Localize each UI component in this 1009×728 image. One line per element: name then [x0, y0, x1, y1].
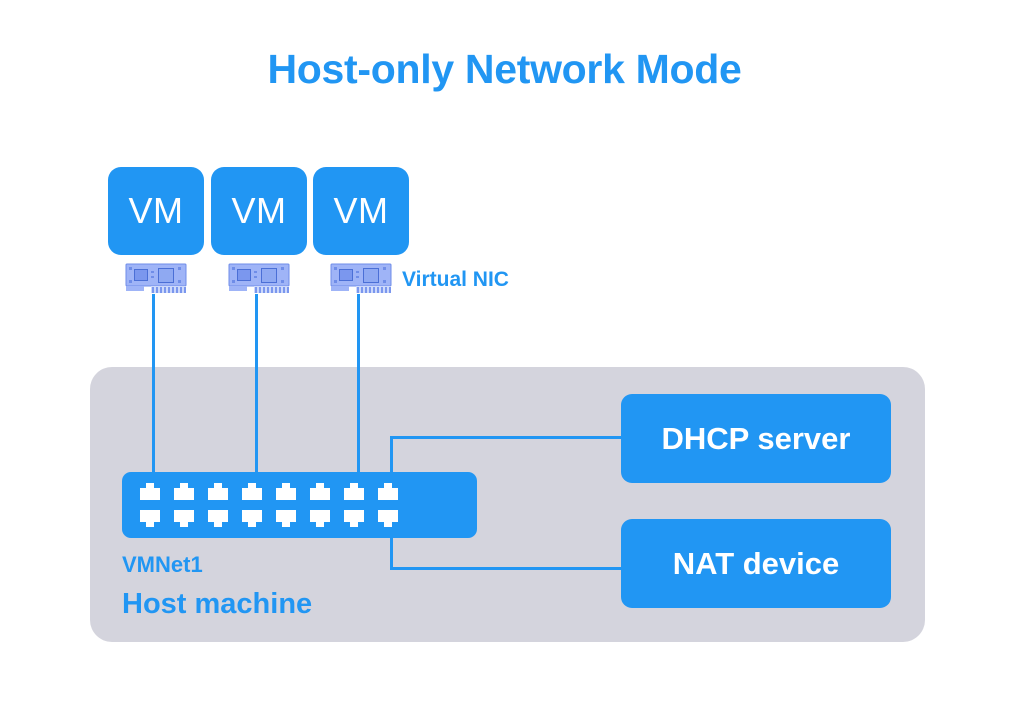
vmnet1-label: VMNet1 [122, 552, 203, 577]
connector-switch-to-nat-vertical [390, 537, 393, 570]
network-interface-card-icon [125, 263, 187, 295]
rj45-port-icon [344, 483, 364, 500]
rj45-port-icon [310, 510, 330, 527]
vm-node-2[interactable]: VM [211, 167, 307, 255]
vm-label: VM [333, 190, 389, 231]
rj45-port-icon [276, 510, 296, 527]
dhcp-server-node[interactable]: DHCP server [621, 394, 891, 483]
rj45-port-icon [208, 483, 228, 500]
vm-label: VM [231, 190, 287, 231]
vm-label: VM [128, 190, 184, 231]
rj45-port-icon [310, 483, 330, 500]
nat-device-node[interactable]: NAT device [621, 519, 891, 608]
connector-vm2-to-switch [255, 294, 258, 472]
vmnet1-switch[interactable] [122, 472, 477, 538]
rj45-port-icon [174, 510, 194, 527]
switch-port-row-top [140, 483, 398, 500]
rj45-port-icon [140, 510, 160, 527]
connector-switch-to-dhcp-horizontal [390, 436, 622, 439]
rj45-port-icon [344, 510, 364, 527]
rj45-port-icon [174, 483, 194, 500]
connector-switch-to-dhcp-vertical [390, 436, 393, 473]
vm-node-3[interactable]: VM [313, 167, 409, 255]
rj45-port-icon [140, 483, 160, 500]
rj45-port-icon [378, 483, 398, 500]
rj45-port-icon [276, 483, 296, 500]
vm-node-1[interactable]: VM [108, 167, 204, 255]
rj45-port-icon [378, 510, 398, 527]
host-machine-label: Host machine [122, 588, 313, 620]
switch-port-row-bottom [140, 510, 398, 527]
network-interface-card-icon [228, 263, 290, 295]
connector-vm1-to-switch [152, 294, 155, 472]
dhcp-server-label: DHCP server [661, 421, 851, 456]
connector-switch-to-nat-horizontal [390, 567, 622, 570]
nat-device-label: NAT device [672, 546, 840, 581]
page-title: Host-only Network Mode [267, 46, 742, 92]
rj45-port-icon [242, 510, 262, 527]
rj45-port-icon [208, 510, 228, 527]
connector-vm3-to-switch [357, 294, 360, 472]
virtual-nic-label: Virtual NIC [402, 268, 509, 291]
rj45-port-icon [242, 483, 262, 500]
network-interface-card-icon [330, 263, 392, 295]
